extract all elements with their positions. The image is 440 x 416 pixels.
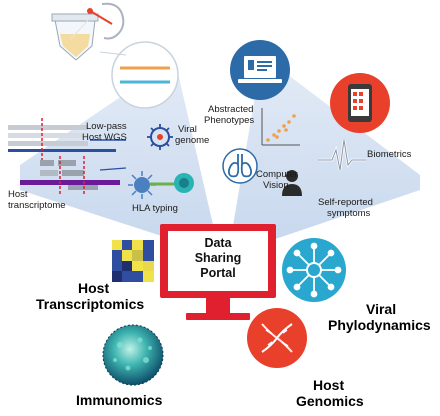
host-transcriptome-label-1: Host [8,189,28,200]
portal-monitor [160,224,276,320]
host-transcriptome-label-2: transcriptome [8,200,66,211]
heatmap-icon [112,240,154,282]
gel-circle [99,41,179,109]
portal-line-2: Sharing [194,250,242,265]
person-icon [282,170,302,196]
tube-icon [51,13,99,61]
laptop-icon [230,40,290,100]
genome-label: genome [175,135,210,146]
self-reported-label: Self-reported [318,197,373,208]
host-wgs-label: Host WGS [82,132,127,143]
portal-line-1: Data [204,236,232,250]
host-transcriptomics-label-2: Transcriptomics [36,296,145,312]
right-fan [228,55,420,255]
transcriptome-track-icon [20,156,127,196]
phenotypes-label: Phenotypes [204,115,255,126]
abstracted-label: Abstracted [208,104,254,115]
phone-icon [330,73,390,133]
portal-title: Data Sharing Portal [175,236,261,280]
dna-icon [247,308,307,368]
symptoms-label: symptoms [327,208,371,219]
portal-line-3: Portal [200,265,236,280]
hla-cell-icon [128,171,194,199]
lungs-icon [222,148,258,184]
host-transcriptomics-label-1: Host [78,280,110,296]
viral-phylodynamics-label-2: Phylodynamics [328,317,431,333]
computer-label: Computer [256,169,298,180]
swab-icon [87,2,125,40]
host-genomics-label-2: Genomics [296,393,364,409]
hla-typing-label: HLA typing [132,203,178,214]
network-icon [282,238,346,302]
low-pass-label: Low-pass [86,121,127,132]
left-fan [20,60,220,255]
biometrics-label: Biometrics [367,149,412,160]
vision-label: Vision [263,180,289,191]
immunomics-label: Immunomics [76,392,163,408]
immune-cell-icon [102,324,164,386]
host-genomics-label-1: Host [313,377,345,393]
genome-track-icon [8,118,126,162]
viral-label: Viral [178,124,197,135]
scatter-plot-icon [261,108,300,146]
virus-icon [147,124,173,150]
ecg-icon [318,139,366,171]
viral-phylodynamics-label-1: Viral [366,301,397,317]
